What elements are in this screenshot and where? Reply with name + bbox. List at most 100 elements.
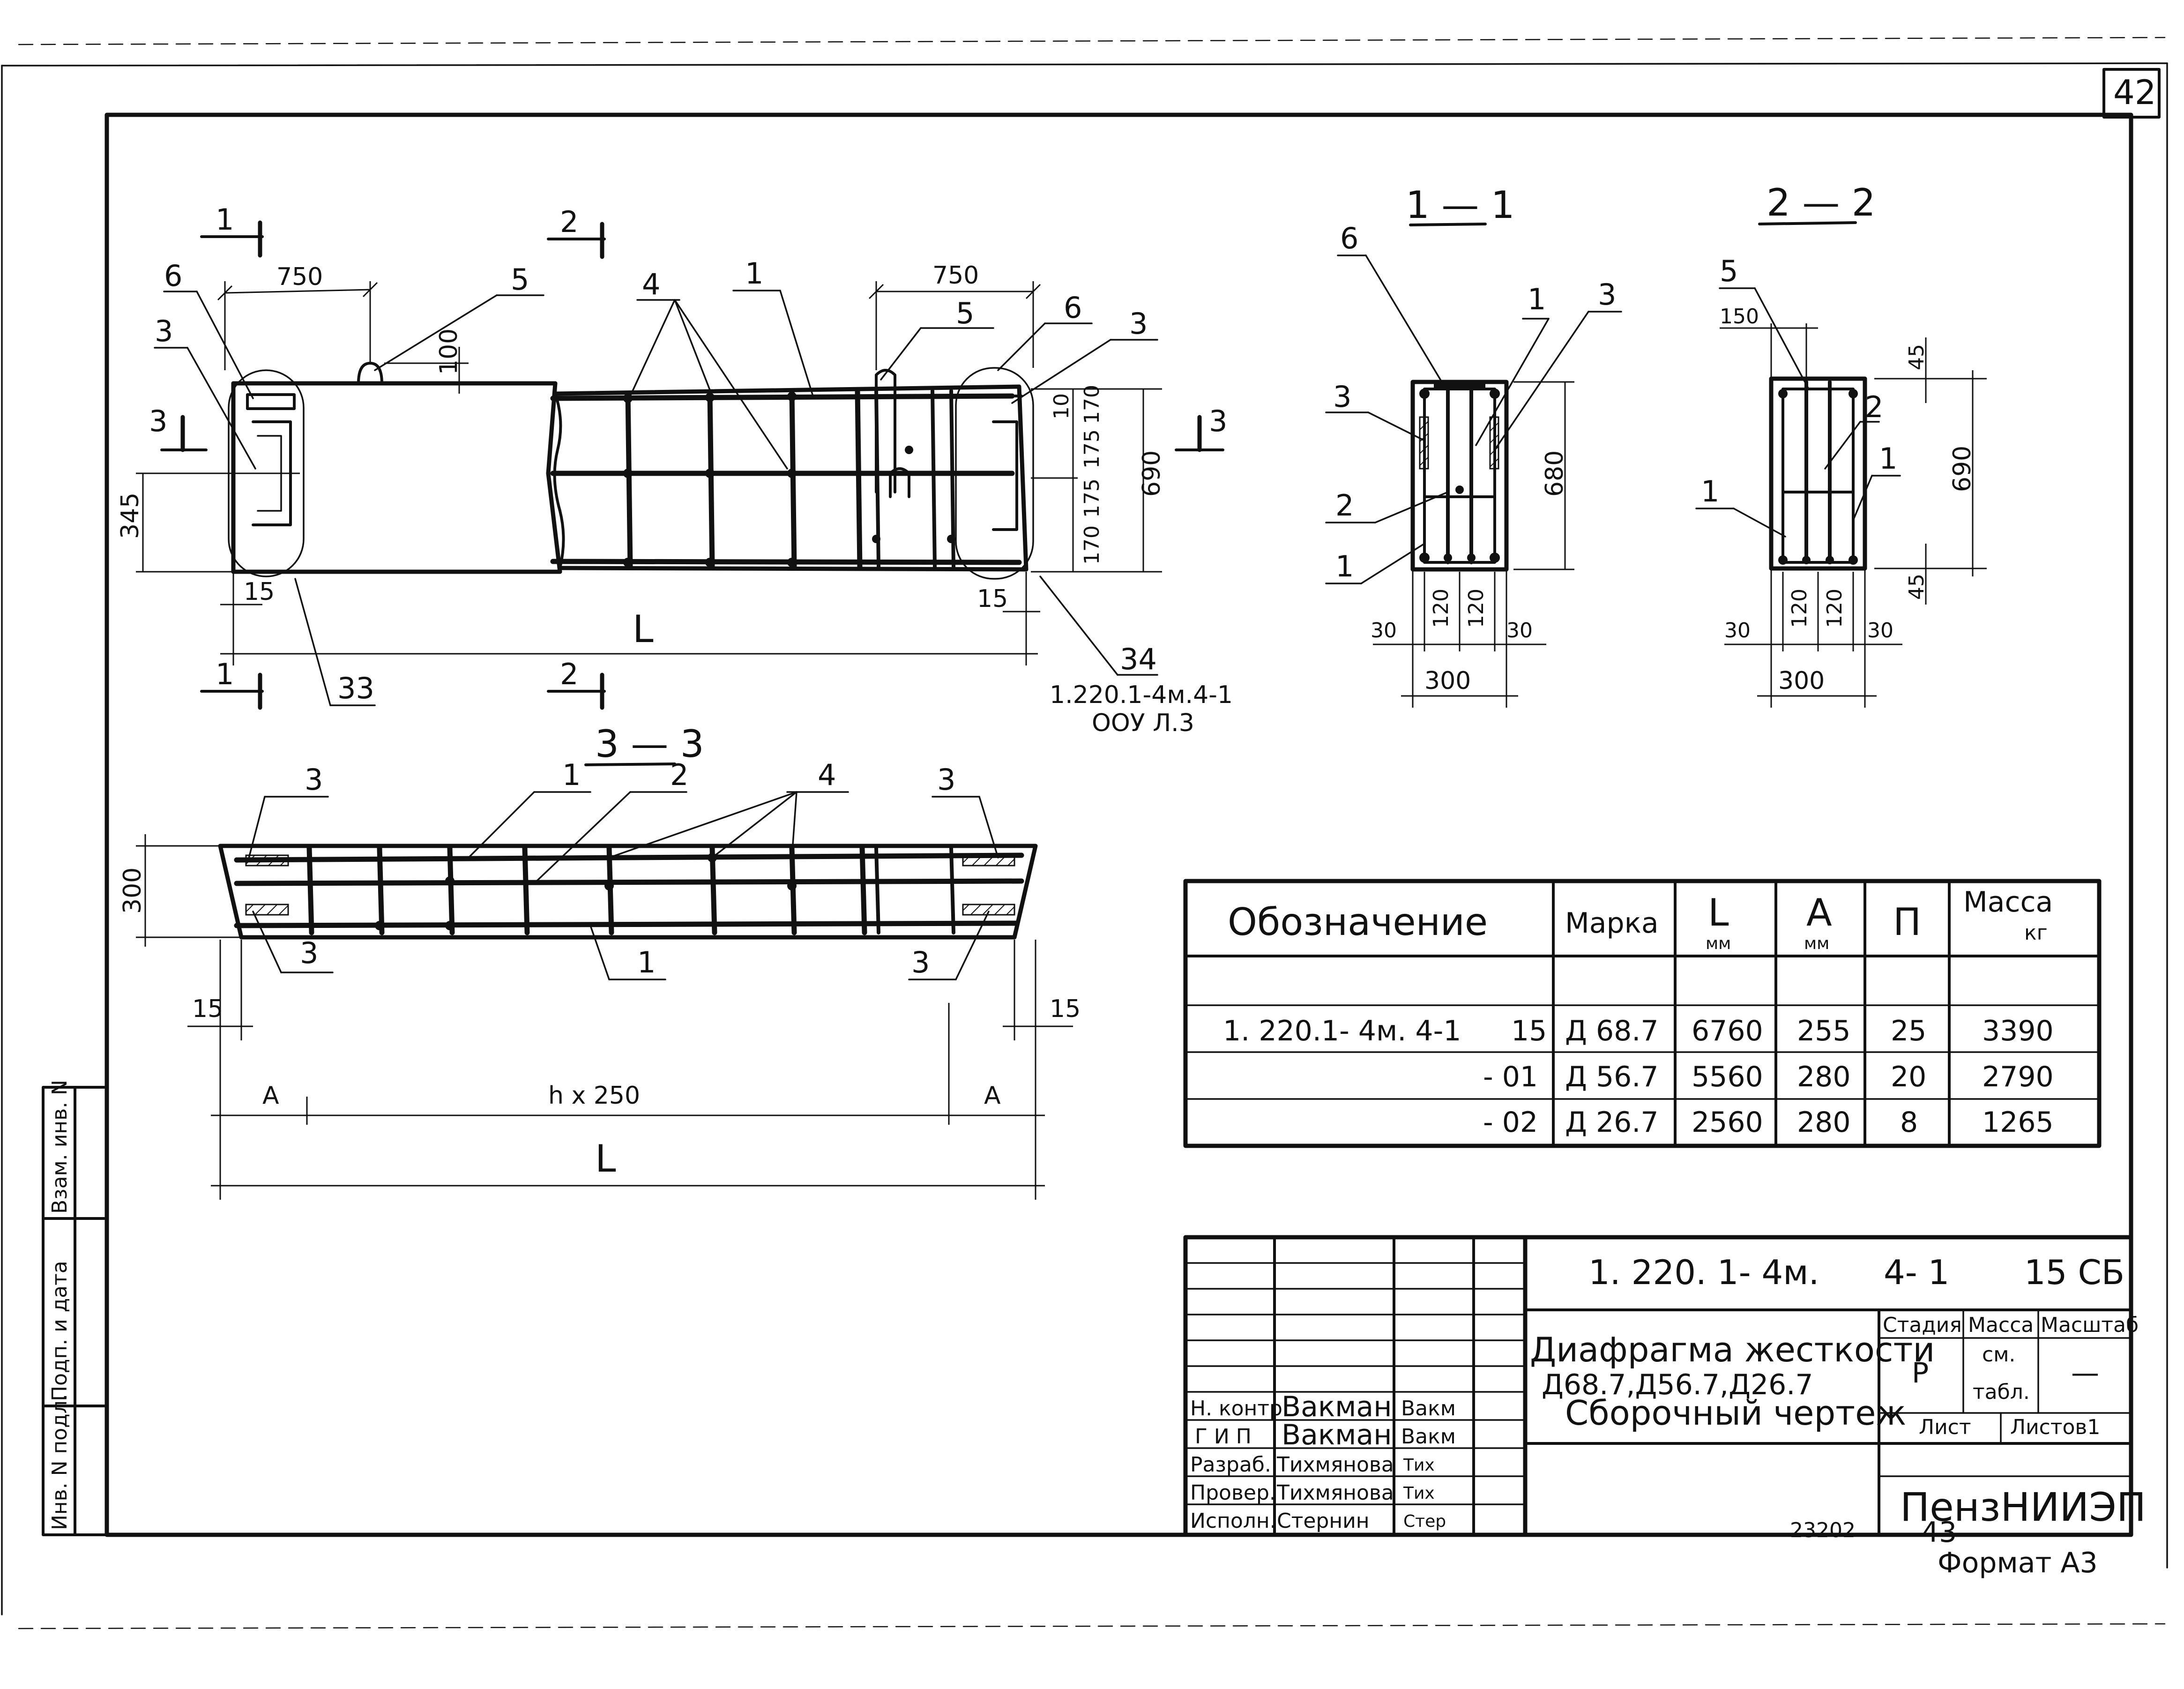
code-series: 1. 220. 1- 4м. (1588, 1253, 1819, 1292)
col-L-header: L (1708, 891, 1729, 934)
dim-750-right: 750 (932, 262, 979, 290)
plan-dim-300: 300 (119, 867, 147, 914)
section-1-1-title: 1 — 1 (1406, 183, 1515, 227)
role-3-sign: Тих (1403, 1456, 1435, 1475)
s11-callout-6: 6 (1340, 221, 1358, 255)
dim-100: 100 (435, 329, 463, 375)
s11-dim-30-left: 30 (1371, 619, 1397, 643)
plan-dim-15-right: 15 (1050, 995, 1081, 1023)
row1-designation: 1. 220.1- 4м. 4-1 (1223, 1015, 1461, 1047)
dim-345: 345 (116, 493, 144, 539)
row1-L: 6760 (1692, 1015, 1763, 1047)
reference-note-line1: 1.220.1-4м.4-1 (1050, 681, 1233, 709)
dim-175-top: 175 (1080, 429, 1104, 469)
row2-L: 5560 (1692, 1061, 1763, 1093)
callout-6-right: 6 (1064, 291, 1082, 325)
dim-L-elevation: L (633, 607, 654, 651)
col-designation-header: Обозначение (1228, 900, 1488, 944)
s22-dim-150: 150 (1720, 305, 1759, 329)
s22-callout-5: 5 (1720, 254, 1738, 288)
plan-dim-15-left: 15 (192, 995, 223, 1023)
callout-1-elevation: 1 (745, 256, 763, 291)
row2-mark: Д 56.7 (1565, 1061, 1659, 1093)
plan-callout-1-bottom: 1 (637, 945, 656, 979)
cut-3-right: 3 (1209, 404, 1227, 438)
col-mass-unit: кг (2024, 921, 2048, 945)
role-2-name: Вакман (1282, 1419, 1392, 1451)
spec-table: Обозначение Марка L мм А мм П Масса кг 1… (1183, 879, 2102, 1148)
cut-2-top: 2 (560, 205, 578, 239)
s11-callout-3-right: 3 (1598, 277, 1616, 312)
cut-1-bottom: 1 (216, 657, 234, 691)
dim-15-right: 15 (977, 585, 1008, 613)
code-sheet: 15 СБ (2024, 1253, 2124, 1292)
callout-33: 33 (337, 671, 374, 705)
plan-callout-1-top: 1 (562, 758, 581, 792)
s22-dim-45-top: 45 (1905, 344, 1929, 370)
scale-label: Масштаб (2041, 1313, 2139, 1337)
plan-dim-L: L (595, 1137, 616, 1181)
row1-suffix: 15 (1511, 1015, 1547, 1047)
cut-1-top: 1 (216, 202, 234, 237)
s22-dim-120-a: 120 (1788, 589, 1811, 628)
plan-dim-A-right: A (984, 1082, 1001, 1110)
row2-A: 280 (1797, 1061, 1851, 1093)
footer: 23202 43 Формат А3 (1790, 1516, 2098, 1579)
plan-callout-3-bl: 3 (300, 936, 318, 970)
plan-dim-A-left: A (262, 1082, 279, 1110)
sheets-label: Листов1 (2010, 1415, 2100, 1439)
callout-3-right: 3 (1129, 306, 1148, 341)
sheet-label: Лист (1919, 1415, 1971, 1439)
row1-A: 255 (1797, 1015, 1851, 1047)
dim-690: 690 (1138, 450, 1166, 497)
role-4-sign: Тих (1403, 1484, 1435, 1503)
inv-original-label: Инв. N подл. (48, 1394, 72, 1530)
sheet-frame: 42 (1, 37, 2168, 1629)
dim-750-left: 750 (276, 263, 323, 291)
col-L-unit: мм (1706, 934, 1731, 953)
mass-value-1: см. (1982, 1343, 2015, 1367)
title-line3: Сборочный чертеж (1565, 1393, 1906, 1433)
role-2-sign: Вакм (1401, 1425, 1456, 1449)
row3-L: 2560 (1692, 1106, 1763, 1139)
role-5-name: Стернин (1277, 1509, 1369, 1533)
side-stamp: Взам. инв. N Подп. и дата Инв. N подл. (42, 1080, 108, 1536)
row2-n: 20 (1891, 1061, 1926, 1093)
callout-5-right: 5 (956, 296, 974, 330)
s22-callout-1-right: 1 (1879, 441, 1897, 476)
plan-callout-3-tl: 3 (305, 762, 323, 797)
archive-number: 23202 (1790, 1518, 1856, 1542)
section-2-2: 2 — 2 5 2 1 1 150 45 690 45 (1695, 181, 1987, 708)
s22-dim-30-left: 30 (1724, 619, 1751, 643)
col-mass-header: Масса (1963, 886, 2053, 919)
callout-5-left: 5 (511, 262, 529, 297)
s11-dim-300: 300 (1424, 667, 1471, 695)
scale-value: — (2071, 1357, 2099, 1390)
col-A-unit: мм (1804, 934, 1829, 953)
dim-170-top: 170 (1080, 385, 1104, 424)
s11-callout-1: 1 (1528, 282, 1546, 316)
row2-mass: 2790 (1982, 1061, 2054, 1093)
plan-callout-4: 4 (818, 758, 836, 792)
stage-label: Стадия (1883, 1313, 1962, 1337)
role-5-sign: Стер (1403, 1512, 1446, 1531)
section-2-2-title: 2 — 2 (1767, 181, 1876, 224)
callout-3-left: 3 (155, 314, 173, 348)
s22-callout-2: 2 (1865, 390, 1883, 424)
row3-n: 8 (1900, 1106, 1918, 1139)
plan-callout-3-br: 3 (911, 945, 930, 979)
callout-4-elevation: 4 (642, 267, 660, 301)
code-issue: 4- 1 (1884, 1253, 1949, 1292)
s11-dim-120-a: 120 (1429, 589, 1453, 628)
section-1-1: 1 — 1 6 1 3 3 2 1 680 (1325, 183, 1622, 708)
elevation-view: 750 750 100 345 10 170 175 175 170 690 L (116, 202, 1233, 737)
plan-3-3-title: 3 — 3 (595, 722, 704, 766)
s22-dim-690: 690 (1948, 446, 1976, 492)
s22-callout-1-left: 1 (1701, 474, 1719, 508)
s22-dim-120-b: 120 (1823, 589, 1847, 628)
row3-mass: 1265 (1982, 1106, 2054, 1139)
reference-note-line2: ООУ Л.3 (1092, 709, 1194, 737)
row2-suffix: - 01 (1483, 1061, 1538, 1093)
inv-replacement-label: Взам. инв. N (48, 1080, 72, 1214)
